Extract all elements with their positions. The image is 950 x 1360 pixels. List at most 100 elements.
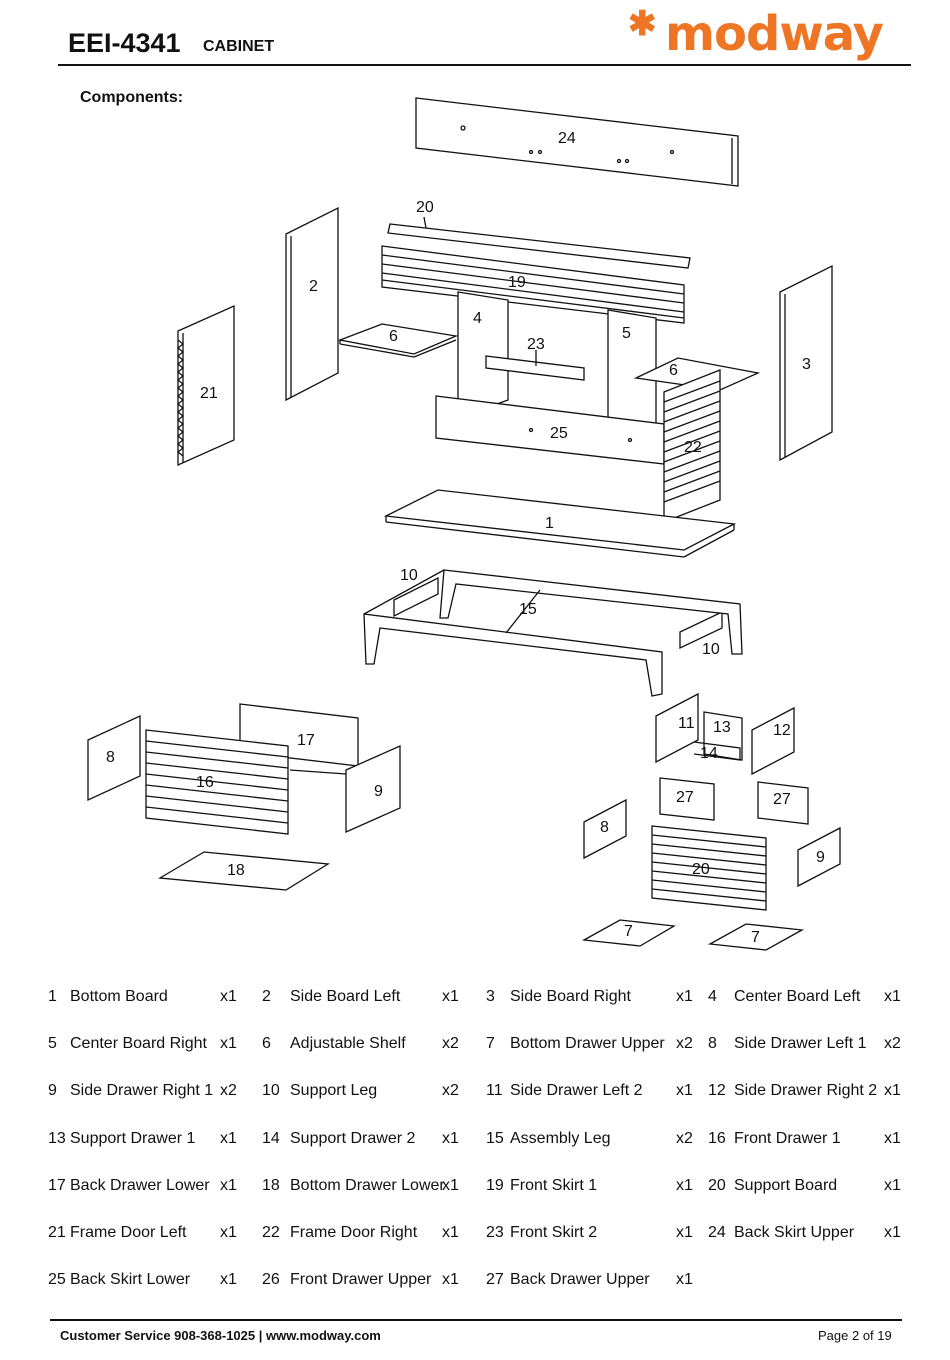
part-7-bottom-drawer-upper-b: 7 (707, 923, 805, 951)
part-name: Frame Door Left (70, 1224, 187, 1241)
label-6b: 6 (669, 362, 678, 379)
part-quantity: x2 (220, 1082, 237, 1100)
part-number: 24 (708, 1224, 726, 1241)
label-10b: 10 (702, 641, 720, 658)
part-number: 10 (262, 1082, 280, 1100)
part-quantity: x1 (676, 1271, 693, 1289)
part-name: Assembly Leg (510, 1129, 611, 1147)
part-name: Center Board Right (70, 1035, 207, 1053)
part-quantity: x1 (220, 1129, 237, 1147)
part-name: Side Drawer Left 2 (510, 1082, 643, 1100)
part-19-front-skirt-1: 19 (381, 245, 685, 324)
part-name: Support Leg (290, 1082, 378, 1100)
part-quantity: x1 (676, 1224, 693, 1241)
part-number: 12 (708, 1082, 726, 1100)
part-name: Front Drawer Upper (290, 1271, 432, 1289)
part-6-adjustable-shelf-left: 6 (337, 323, 459, 358)
label-3: 3 (802, 356, 811, 373)
part-quantity: x1 (884, 1224, 901, 1241)
part-name: Support Drawer 2 (290, 1129, 416, 1147)
part-name: Front Skirt 2 (510, 1224, 598, 1241)
part-quantity: x1 (442, 988, 459, 1005)
part-quantity: x2 (676, 1129, 693, 1147)
part-name: Bottom Board (70, 988, 168, 1005)
part-14-support-drawer-2: 14 (693, 741, 741, 762)
part-18-bottom-drawer-lower: 18 (157, 851, 330, 891)
label-16: 16 (196, 774, 214, 791)
part-24-back-skirt-upper: 24 (415, 97, 739, 187)
part-quantity: x1 (676, 1082, 693, 1100)
label-13: 13 (713, 719, 731, 736)
label-10a: 10 (400, 567, 418, 584)
part-number: 14 (262, 1129, 280, 1147)
part-name: Support Board (734, 1176, 838, 1194)
part-20-support-board: 20 (387, 199, 691, 269)
part-quantity: x1 (442, 1224, 459, 1241)
part-8-side-drawer-left-1a: 8 (87, 714, 141, 802)
part-name: Support Drawer 1 (70, 1129, 196, 1147)
part-number: 13 (48, 1129, 66, 1147)
label-27b: 27 (773, 791, 791, 808)
part-20-front-drawer-upper: 20 (651, 825, 767, 911)
part-1-bottom-board: 1 (383, 489, 737, 558)
part-number: 18 (262, 1176, 280, 1194)
label-2: 2 (309, 278, 318, 295)
part-number: 23 (486, 1224, 504, 1241)
part-7-bottom-drawer-upper-a: 7 (581, 919, 677, 947)
part-number: 16 (708, 1129, 726, 1147)
part-name: Bottom Drawer Upper (510, 1035, 665, 1053)
label-7b: 7 (751, 929, 760, 946)
part-10-support-leg-left: 10 (393, 567, 439, 618)
part-number: 4 (708, 988, 717, 1005)
brand-wordmark: modway (665, 6, 884, 62)
label-24: 24 (558, 130, 576, 147)
label-15: 15 (519, 601, 537, 618)
part-quantity: x1 (676, 1176, 693, 1194)
product-type: CABINET (203, 38, 275, 55)
part-quantity: x1 (884, 1129, 901, 1147)
part-25-back-skirt-lower: 25 (435, 395, 665, 465)
part-name: Center Board Left (734, 988, 861, 1005)
part-22-frame-door-right: 22 (663, 369, 721, 523)
part-name: Side Board Left (290, 988, 401, 1005)
label-8b: 8 (600, 819, 609, 836)
part-number: 17 (48, 1176, 66, 1194)
components-diagram: 24 20 19 2 21 6 4 5 (87, 97, 841, 951)
part-13-support-drawer-1: 13 (703, 711, 743, 761)
part-quantity: x1 (220, 1271, 237, 1289)
label-17: 17 (297, 732, 315, 749)
label-7a: 7 (624, 923, 633, 940)
part-number: 8 (708, 1035, 717, 1053)
label-25: 25 (550, 425, 568, 442)
label-1: 1 (545, 515, 554, 532)
page-number: Page 2 of 19 (818, 1328, 892, 1343)
label-9b: 9 (816, 849, 825, 866)
part-quantity: x1 (220, 1224, 237, 1241)
part-quantity: x2 (442, 1035, 459, 1053)
part-16-front-drawer-1: 16 (145, 729, 289, 835)
part-quantity: x1 (884, 1176, 901, 1194)
label-8a: 8 (106, 749, 115, 766)
part-number: 27 (486, 1271, 504, 1289)
part-quantity: x1 (442, 1129, 459, 1147)
part-quantity: x2 (442, 1082, 459, 1100)
part-number: 9 (48, 1082, 57, 1100)
part-name: Side Drawer Right 1 (70, 1082, 214, 1100)
part-quantity: x1 (676, 988, 693, 1005)
part-name: Bottom Drawer Lower (290, 1176, 445, 1194)
part-3-side-board-right: 3 (779, 264, 833, 462)
part-number: 21 (48, 1224, 66, 1241)
part-21-frame-door-left: 21 (176, 304, 235, 467)
page-header: EEI-4341 CABINET ✱ modway (0, 0, 950, 70)
part-4-center-board-left: 4 (457, 291, 509, 419)
label-9a: 9 (374, 783, 383, 800)
part-number: 22 (262, 1224, 280, 1241)
part-8-side-drawer-left-1b: 8 (583, 798, 627, 860)
label-12: 12 (773, 722, 791, 739)
label-4: 4 (473, 310, 482, 327)
part-12-side-drawer-right-2: 12 (751, 706, 795, 776)
part-number: 1 (48, 988, 57, 1005)
part-number: 3 (486, 988, 495, 1005)
part-9-side-drawer-right-1a: 9 (289, 744, 401, 834)
